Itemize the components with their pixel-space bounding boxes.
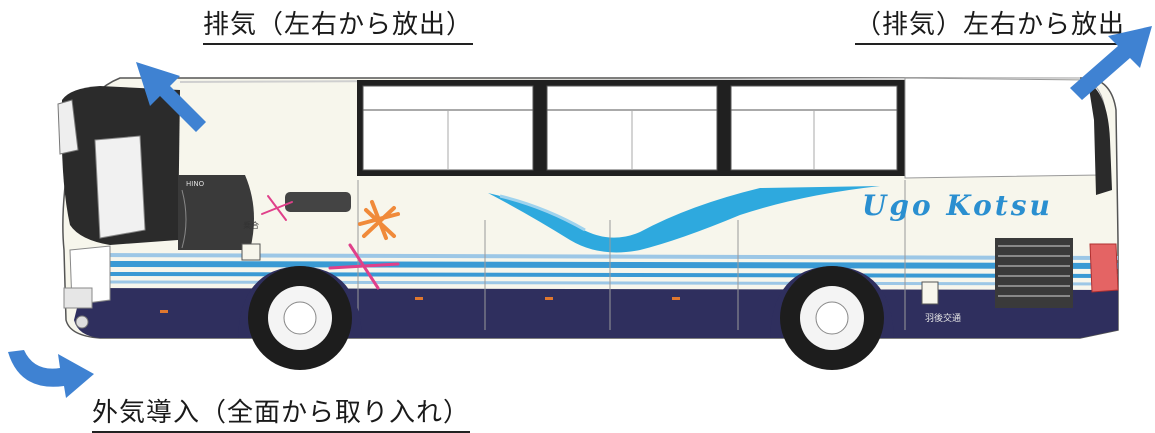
rear-grille <box>995 238 1119 308</box>
exhaust-label-left: 排気（左右から放出） <box>203 4 474 45</box>
front-wheel <box>238 266 362 370</box>
exhaust-arrow-right <box>1070 26 1152 100</box>
window-row <box>357 80 905 176</box>
intake-arrow <box>8 350 94 398</box>
rear-wheel <box>770 266 894 370</box>
star-decoration <box>261 195 400 290</box>
lower-skirt <box>74 288 1118 338</box>
wave-stripe <box>488 186 880 253</box>
exhaust-label-right: （排気）左右から放出 <box>855 4 1126 45</box>
bus-logo: Ugo Kotsu <box>862 189 1053 222</box>
door-sign: 乗合 <box>243 220 259 230</box>
exhaust-arrow-left <box>136 62 206 132</box>
bus-maker: HINO <box>186 180 205 188</box>
bus-company-small: 羽後交通 <box>925 312 961 324</box>
